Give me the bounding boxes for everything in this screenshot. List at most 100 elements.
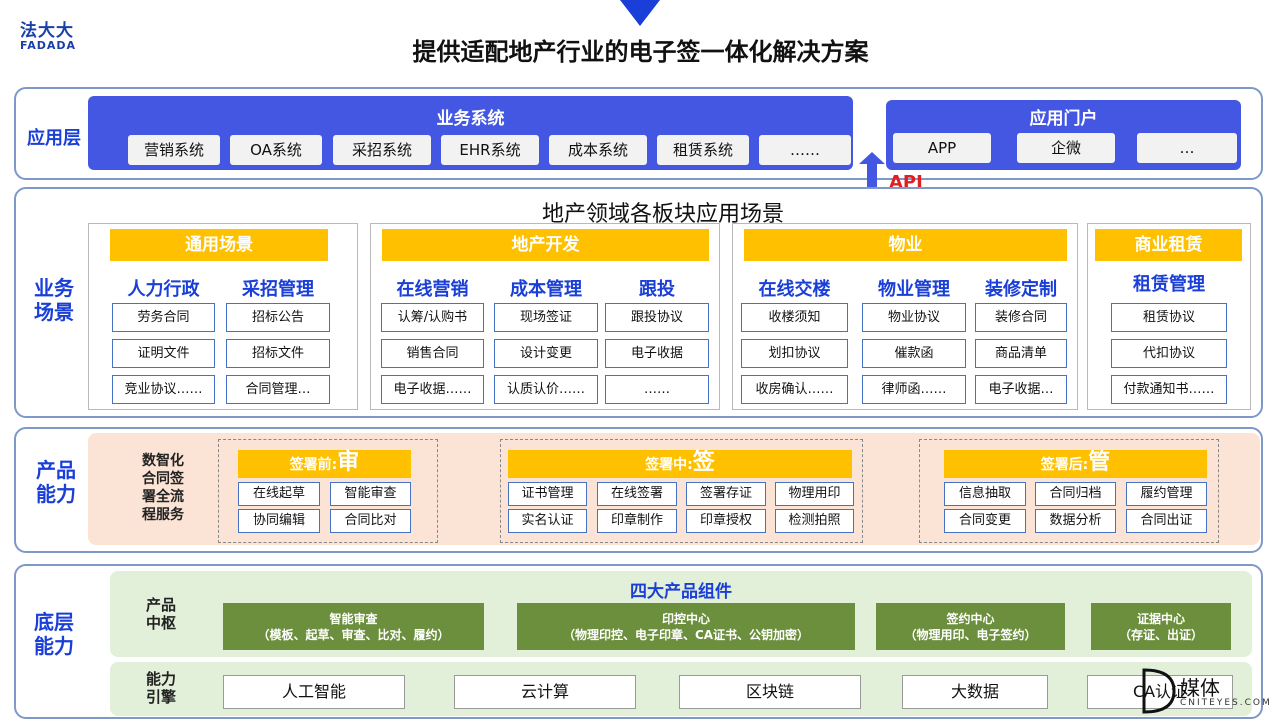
engine-box[interactable]: CA认证 bbox=[1087, 675, 1233, 709]
product-item[interactable]: 签署存证 bbox=[686, 482, 766, 506]
stage-prefix: 签署后: bbox=[1040, 457, 1089, 473]
scenario-title: 地产领域各板块应用场景 bbox=[541, 202, 784, 227]
component-desc: （存证、出证） bbox=[1118, 627, 1203, 642]
scenario-item[interactable]: 认筹/认购书 bbox=[381, 303, 484, 332]
business-systems-title: 业务系统 bbox=[436, 109, 505, 129]
portal-pill[interactable]: … bbox=[1137, 133, 1237, 163]
scenario-item[interactable]: 电子收据…… bbox=[381, 375, 484, 404]
scenario-item[interactable]: 收楼须知 bbox=[741, 303, 848, 332]
watermark-text: 媒体 bbox=[1180, 676, 1220, 700]
category-title: 物业管理 bbox=[878, 279, 950, 300]
scenario-item[interactable]: 合同管理… bbox=[226, 375, 330, 404]
scenario-item[interactable]: 招标文件 bbox=[226, 339, 330, 368]
scenario-item[interactable]: 代扣协议 bbox=[1111, 339, 1227, 368]
components-title: 四大产品组件 bbox=[630, 582, 732, 602]
system-pill[interactable]: EHR系统 bbox=[441, 135, 539, 165]
section-header: 地产开发 bbox=[382, 229, 709, 261]
category-title: 在线交楼 bbox=[758, 279, 831, 300]
engine-box[interactable]: 人工智能 bbox=[223, 675, 405, 709]
category-title: 跟投 bbox=[639, 279, 675, 300]
app-layer-label: 应用层 bbox=[27, 128, 81, 149]
stage-prefix: 签署前: bbox=[289, 457, 338, 473]
scenario-item[interactable]: 电子收据… bbox=[975, 375, 1067, 404]
system-pill[interactable]: …… bbox=[759, 135, 851, 165]
product-item[interactable]: 印章授权 bbox=[686, 509, 766, 533]
logo-cn: 法大大 bbox=[20, 21, 74, 41]
scenario-item[interactable]: 认质认价…… bbox=[494, 375, 598, 404]
down-triangle-icon bbox=[620, 0, 660, 26]
stage-char: 签 bbox=[692, 450, 715, 475]
product-item[interactable]: 在线签署 bbox=[597, 482, 677, 506]
base-label: 底层 能力 bbox=[34, 610, 74, 658]
scenario-item[interactable]: 竞业协议…… bbox=[112, 375, 215, 404]
product-item[interactable]: 合同比对 bbox=[330, 509, 411, 533]
portal-pill[interactable]: APP bbox=[893, 133, 991, 163]
category-title: 人力行政 bbox=[127, 279, 200, 300]
scenario-item[interactable]: 付款通知书…… bbox=[1111, 375, 1227, 404]
component-desc: （模板、起草、审查、比对、履约） bbox=[257, 627, 450, 642]
component-box[interactable]: 签约中心（物理用印、电子签约） bbox=[876, 603, 1065, 650]
component-desc: （物理用印、电子签约） bbox=[904, 627, 1037, 642]
product-item[interactable]: 在线起草 bbox=[238, 482, 320, 506]
engine-box[interactable]: 大数据 bbox=[902, 675, 1048, 709]
product-item[interactable]: 检测拍照 bbox=[775, 509, 854, 533]
scenario-item[interactable]: 律师函…… bbox=[862, 375, 966, 404]
product-intro: 数智化 合同签 署全流 程服务 bbox=[142, 453, 184, 523]
system-pill[interactable]: 成本系统 bbox=[549, 135, 647, 165]
scenario-item[interactable]: 证明文件 bbox=[112, 339, 215, 368]
product-item[interactable]: 数据分析 bbox=[1035, 509, 1116, 533]
engine-box[interactable]: 区块链 bbox=[679, 675, 861, 709]
component-box[interactable]: 印控中心（物理印控、电子印章、CA证书、公钥加密） bbox=[517, 603, 855, 650]
portal-pill[interactable]: 企微 bbox=[1017, 133, 1115, 163]
product-label: 产品 能力 bbox=[36, 458, 76, 506]
scenario-item[interactable]: 销售合同 bbox=[381, 339, 484, 368]
app-portal-title: 应用门户 bbox=[1029, 109, 1098, 129]
stage-header: 签署后:管 bbox=[944, 450, 1207, 478]
scenario-item[interactable]: 租赁协议 bbox=[1111, 303, 1227, 332]
product-item[interactable]: 智能审查 bbox=[330, 482, 411, 506]
scenario-item[interactable]: 物业协议 bbox=[862, 303, 966, 332]
product-item[interactable]: 实名认证 bbox=[508, 509, 587, 533]
product-item[interactable]: 协同编辑 bbox=[238, 509, 320, 533]
component-name: 智能审查 bbox=[329, 611, 378, 626]
product-item[interactable]: 合同变更 bbox=[944, 509, 1026, 533]
product-item[interactable]: 合同出证 bbox=[1126, 509, 1207, 533]
product-item[interactable]: 印章制作 bbox=[597, 509, 677, 533]
product-item[interactable]: 信息抽取 bbox=[944, 482, 1026, 506]
product-item[interactable]: 物理用印 bbox=[775, 482, 854, 506]
stage-char: 审 bbox=[337, 450, 360, 475]
category-title: 在线营销 bbox=[396, 279, 469, 300]
engine-box[interactable]: 云计算 bbox=[454, 675, 636, 709]
stage-char: 管 bbox=[1088, 450, 1111, 475]
scenario-item[interactable]: 设计变更 bbox=[494, 339, 598, 368]
system-pill[interactable]: 采招系统 bbox=[333, 135, 431, 165]
api-arrow-icon bbox=[859, 152, 885, 202]
scenario-item[interactable]: 划扣协议 bbox=[741, 339, 848, 368]
scenario-item[interactable]: 装修合同 bbox=[975, 303, 1067, 332]
scenario-item[interactable]: 招标公告 bbox=[226, 303, 330, 332]
fadada-logo: 法大大 FADADA bbox=[20, 22, 76, 52]
scenario-item[interactable]: 跟投协议 bbox=[605, 303, 709, 332]
component-box[interactable]: 智能审查（模板、起草、审查、比对、履约） bbox=[223, 603, 484, 650]
scenario-item[interactable]: …… bbox=[605, 375, 709, 404]
scenario-item[interactable]: 催款函 bbox=[862, 339, 966, 368]
product-item[interactable]: 履约管理 bbox=[1126, 482, 1207, 506]
stage-header: 签署中:签 bbox=[508, 450, 852, 478]
product-item[interactable]: 合同归档 bbox=[1035, 482, 1116, 506]
scenario-item[interactable]: 劳务合同 bbox=[112, 303, 215, 332]
component-box[interactable]: 证据中心（存证、出证） bbox=[1091, 603, 1231, 650]
system-pill[interactable]: OA系统 bbox=[230, 135, 322, 165]
stage-after-box bbox=[919, 439, 1219, 543]
scenario-item[interactable]: 收房确认…… bbox=[741, 375, 848, 404]
scenario-item[interactable]: 现场签证 bbox=[494, 303, 598, 332]
hub-label: 产品 中枢 bbox=[145, 596, 176, 632]
system-pill[interactable]: 租赁系统 bbox=[657, 135, 749, 165]
section-header: 商业租赁 bbox=[1095, 229, 1242, 261]
stage-during-box bbox=[500, 439, 863, 543]
scenario-item[interactable]: 商品清单 bbox=[975, 339, 1067, 368]
category-title: 租赁管理 bbox=[1133, 274, 1205, 295]
component-name: 印控中心 bbox=[661, 611, 710, 626]
scenario-item[interactable]: 电子收据 bbox=[605, 339, 709, 368]
product-item[interactable]: 证书管理 bbox=[508, 482, 587, 506]
system-pill[interactable]: 营销系统 bbox=[128, 135, 220, 165]
